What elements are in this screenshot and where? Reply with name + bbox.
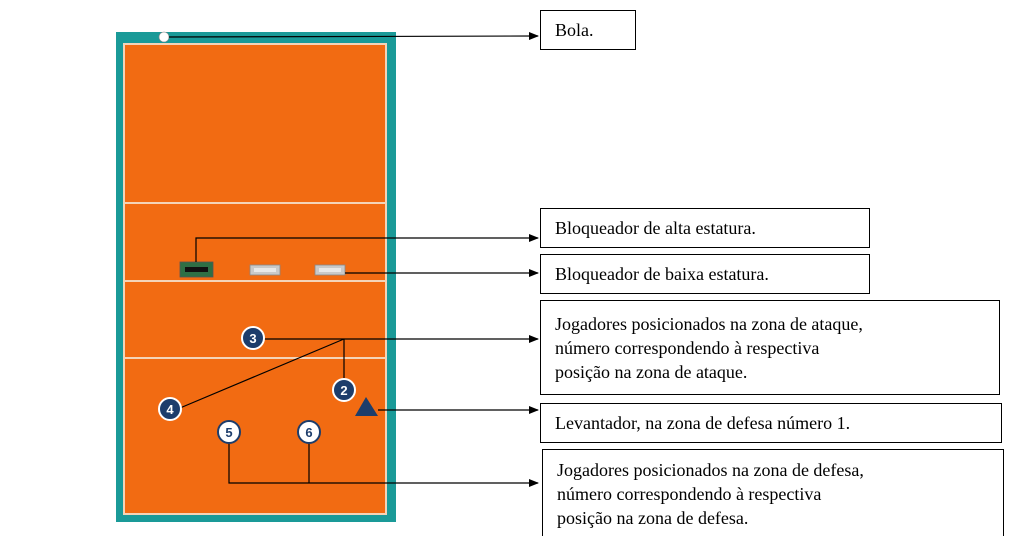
attack-player-marker: 2	[332, 378, 356, 402]
defense-player-number: 5	[225, 425, 232, 440]
court-surface	[123, 43, 387, 515]
ball-label: Bola.	[540, 10, 636, 50]
tall-blocker-bar	[185, 267, 208, 272]
short-blocker-bar	[319, 268, 341, 272]
short-blocker-bar	[254, 268, 276, 272]
defense-players-arrow	[228, 443, 539, 487]
setter-label: Levantador, na zona de defesa número 1.	[540, 403, 1002, 443]
attack-player-number: 3	[249, 331, 256, 346]
attack-player-marker: 4	[158, 397, 182, 421]
attack-players-label: Jogadores posicionados na zona de ataque…	[540, 300, 1000, 395]
defense-players-label: Jogadores posicionados na zona de defesa…	[542, 449, 1004, 536]
ball-arrow	[168, 32, 539, 41]
attack-player-marker: 3	[241, 326, 265, 350]
defense-player-marker: 6	[297, 420, 321, 444]
tall-blocker-label: Bloqueador de alta estatura.	[540, 208, 870, 248]
defense-player-number: 6	[305, 425, 312, 440]
attack-player-4-connector	[179, 338, 345, 409]
ball-icon	[158, 31, 170, 43]
tall-blocker-arrow	[195, 234, 539, 262]
defense-player-marker: 5	[217, 420, 241, 444]
attack-player-number: 2	[340, 383, 347, 398]
setter-triangle-icon	[355, 397, 378, 416]
attack-player-number: 4	[166, 402, 174, 417]
short-blocker-label: Bloqueador de baixa estatura.	[540, 254, 870, 294]
